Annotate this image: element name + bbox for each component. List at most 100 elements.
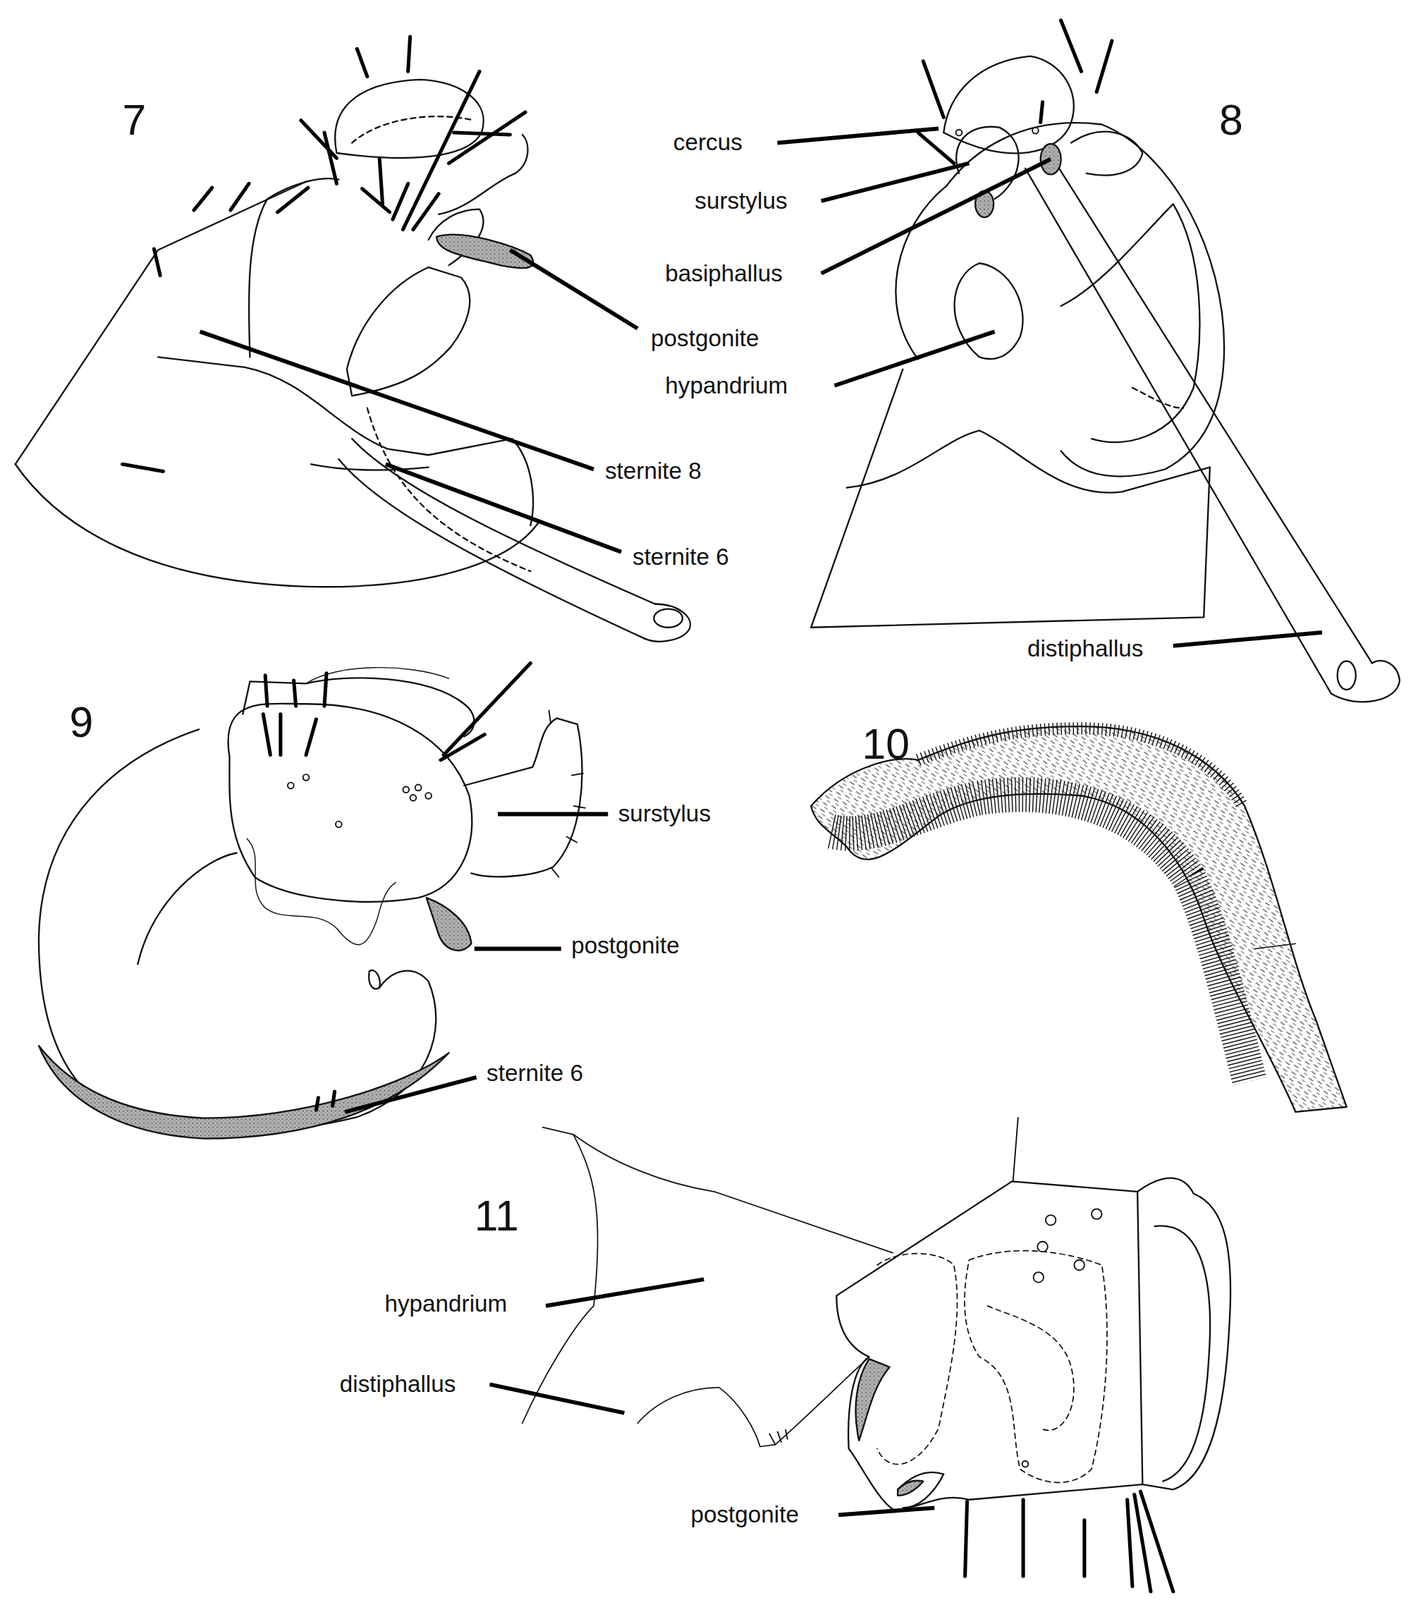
part-label: hypandrium xyxy=(384,1291,507,1316)
leader-line xyxy=(834,331,995,386)
part-label: postgonite xyxy=(690,1503,799,1527)
figure-number: 11 xyxy=(474,1194,519,1238)
segment-outline xyxy=(248,178,339,357)
leader-line xyxy=(838,1507,935,1515)
hair xyxy=(573,805,586,809)
bristle xyxy=(230,183,249,211)
sternite-outline xyxy=(310,463,429,470)
sensillum xyxy=(1073,1260,1084,1270)
surstylus-outline xyxy=(438,134,528,215)
bristle xyxy=(301,120,338,159)
bristle xyxy=(923,61,944,118)
part-label: distiphallus xyxy=(339,1372,457,1397)
bristle xyxy=(332,1091,335,1106)
postgonite xyxy=(436,234,534,268)
epandrium-outline xyxy=(836,1181,1143,1510)
sensillum xyxy=(1045,1214,1056,1225)
sensillum xyxy=(1032,127,1039,134)
figure-number: 9 xyxy=(69,700,94,744)
postgonite xyxy=(897,1472,944,1508)
bristle xyxy=(193,187,213,211)
leader-line xyxy=(1173,632,1323,646)
hair-fringe xyxy=(831,794,1250,1082)
hair xyxy=(769,1433,776,1445)
hair xyxy=(785,1429,788,1440)
bristle xyxy=(918,132,955,163)
hair xyxy=(777,1431,782,1443)
hypandrium-outline xyxy=(954,263,1024,359)
figure-number: 10 xyxy=(862,723,911,767)
bristle xyxy=(1040,102,1043,123)
bristle xyxy=(362,188,390,213)
sensillum xyxy=(287,782,295,790)
postgonite xyxy=(856,1358,890,1441)
phallus-tube xyxy=(338,459,645,639)
inner-contour xyxy=(246,838,396,945)
segment-outline xyxy=(810,467,1210,628)
inner-contour xyxy=(137,852,237,964)
segment-outline xyxy=(810,369,903,628)
hair-fringe xyxy=(918,728,1243,806)
organ-contour xyxy=(1255,943,1297,949)
phallus-tube xyxy=(1055,162,1372,663)
bristle xyxy=(443,662,531,755)
leader-line xyxy=(821,159,1052,274)
part-label: surstylus xyxy=(618,802,711,826)
part-label: hypandrium xyxy=(664,373,788,397)
hypandrium-outline xyxy=(1061,203,1201,443)
postgonite xyxy=(897,1480,924,1496)
leader-line xyxy=(474,946,562,952)
leader-line xyxy=(821,162,970,201)
leader-line xyxy=(545,1279,704,1306)
sensillum xyxy=(1037,1241,1048,1252)
sensillum xyxy=(425,792,432,799)
sensillum xyxy=(1022,1461,1029,1468)
bristle xyxy=(153,248,161,276)
bristle xyxy=(263,714,271,756)
hypandrium-outline xyxy=(895,122,1225,476)
phallus-tube xyxy=(1025,168,1332,694)
part-label: basiphallus xyxy=(664,261,783,285)
figure-number: 8 xyxy=(1219,98,1244,142)
inner-contour xyxy=(987,1305,1074,1430)
abdomen-outline xyxy=(15,181,307,465)
part-label: postgonite xyxy=(571,934,680,958)
inner-contour xyxy=(964,1250,1108,1483)
hair xyxy=(571,773,584,776)
hairy-organ xyxy=(810,726,1347,1112)
epandrium-outline xyxy=(334,79,484,158)
leader-line xyxy=(344,1077,477,1112)
bristle xyxy=(1096,40,1112,92)
sensillum xyxy=(335,821,342,828)
bristle xyxy=(454,132,511,135)
leader-line xyxy=(497,812,608,817)
part-label: distiphallus xyxy=(1027,637,1144,661)
epandrium-outline xyxy=(227,703,472,902)
figure-number: 7 xyxy=(122,98,147,142)
bristle xyxy=(1082,1520,1086,1577)
sensillum xyxy=(1033,1272,1044,1282)
sensillum xyxy=(410,794,417,802)
bristle xyxy=(278,714,283,756)
surstylus-outline xyxy=(1071,131,1143,176)
sensillum xyxy=(956,129,963,137)
bristle xyxy=(356,48,367,77)
part-label: sternite 6 xyxy=(486,1061,584,1085)
bristle xyxy=(1127,1499,1133,1587)
sternite-band xyxy=(38,1045,450,1139)
bristle xyxy=(965,1501,968,1577)
phallus-tip xyxy=(1331,660,1400,702)
bristle xyxy=(122,463,164,472)
inner-contour xyxy=(877,1253,957,1465)
process-outline xyxy=(368,970,381,989)
segment-outline xyxy=(1132,387,1184,409)
cercus-outline xyxy=(1154,1225,1210,1481)
hypandrium-outline xyxy=(522,1127,598,1424)
leader-line xyxy=(489,1384,625,1414)
sensillum xyxy=(415,784,422,792)
hair xyxy=(566,836,578,843)
part-label: sternite 6 xyxy=(632,545,730,569)
